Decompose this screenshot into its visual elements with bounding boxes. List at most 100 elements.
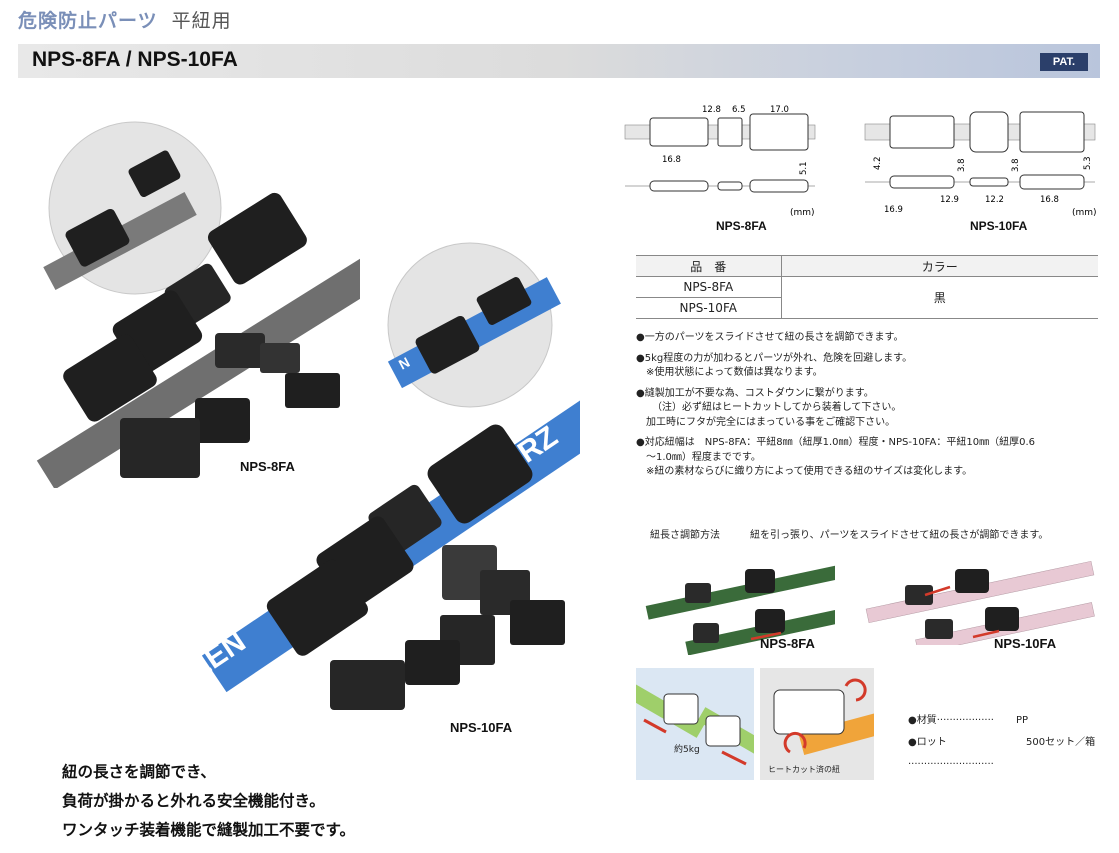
adjust8-part-d	[693, 623, 719, 643]
pat-badge: PAT.	[1040, 53, 1088, 71]
note-line: ●対応紐幅は NPS-8FA：平紐8㎜（紐厚1.0㎜）程度・NPS-10FA：平…	[636, 437, 1035, 448]
adjust8-part-c	[755, 609, 785, 633]
note-line: ●縫製加工が不要な為、コストダウンに繋がります。	[636, 387, 874, 399]
adjust-nps10-illustration	[865, 560, 1095, 645]
nps8-drawing-side-b	[717, 181, 743, 191]
nps8-loose-part-3	[285, 373, 340, 408]
usage-heatcut-arrow-top	[844, 678, 867, 702]
model-band: NPS-8FA / NPS-10FA	[18, 44, 1100, 78]
nps8-drawing-part-a	[649, 117, 709, 147]
usage-release-part-b	[705, 715, 741, 747]
catch-line-2: 負荷が掛かると外れる安全機能付き。	[62, 792, 325, 810]
usage-heatcut-arrow-bottom	[783, 731, 807, 754]
category-text: 危険防止パーツ	[18, 10, 158, 32]
model-title: NPS-8FA / NPS-10FA	[32, 48, 238, 71]
nps10-photo-label: NPS-10FA	[450, 720, 513, 735]
nps10-zoom-part-b	[476, 277, 532, 325]
note-line: （注）必ず紐はヒートカットしてから装着して下さい。	[652, 402, 902, 413]
spec-lot-key: ●ロット···························	[908, 737, 994, 770]
nps8-zoom-part-a	[65, 208, 130, 267]
nps10-part-end	[266, 559, 368, 656]
adjust10-arrow-bottom	[972, 629, 1000, 639]
table-header-color: カラー	[780, 255, 1098, 277]
product-table: 品 番 カラー NPS-8FA 黒 NPS-10FA	[636, 255, 1098, 319]
nps8-drawing-side-c	[749, 179, 809, 193]
subtitle-text: 平紐用	[171, 10, 232, 32]
nps10-dim-6: 12.9	[940, 195, 959, 205]
nps10-drawing-side-b	[969, 177, 1009, 187]
nps8-drawing-side-a	[649, 180, 709, 192]
nps8-loose-part-2	[260, 343, 300, 373]
nps10-dim-1: 4.2	[873, 156, 883, 170]
note-line: ※紐の素材ならびに織り方によって使用できる紐のサイズは変化します。	[646, 466, 973, 477]
table-header-part: 品 番	[636, 255, 781, 277]
nps10-dim-7: 12.2	[985, 195, 1004, 205]
adjust10-part-a	[955, 569, 989, 593]
nps10-loose-part-3	[510, 600, 565, 645]
nps8-drawing-label: NPS-8FA	[716, 219, 767, 233]
nps8-part-end	[63, 334, 157, 422]
nps8-dim-5: 5.1	[799, 161, 809, 175]
nps8-drawing-part-c	[749, 113, 809, 151]
catchphrase: 紐の長さを調節でき、 負荷が掛かると外れる安全機能付き。 ワンタッチ装着機能で縫…	[62, 758, 355, 845]
nps10-photo: N ZEN ERZ	[183, 242, 580, 710]
adjust-title: 紐長さ調節方法	[650, 530, 720, 541]
nps8-loose-part-1	[215, 333, 265, 368]
nps8-drawing-part-b	[717, 117, 743, 147]
spec-material-key: ●材質··················	[908, 715, 994, 726]
adjust8-part-b	[685, 583, 711, 603]
nps10-drawing-side-a	[889, 175, 955, 189]
adjust-method: 紐長さ調節方法 紐を引っ張り、パーツをスライドさせて紐の長さが調節できます。	[650, 526, 1048, 541]
adjust10-part-d	[925, 619, 953, 639]
nps10-dim-8: 16.8	[1040, 195, 1059, 205]
adjust-nps8-illustration	[645, 564, 835, 655]
nps8-dim-3: 17.0	[770, 105, 789, 115]
note-group: ●縫製加工が不要な為、コストダウンに繋がります。 （注）必ず紐はヒートカットして…	[636, 387, 1106, 431]
nps8-loose-part-4	[195, 398, 250, 443]
nps8-dim-1: 12.8	[702, 105, 721, 115]
category-title: 危険防止パーツ平紐用	[18, 6, 232, 33]
usage-release-panel: 約5kg	[636, 668, 754, 780]
nps8-part-large	[207, 192, 307, 285]
feature-notes: ●一方のパーツをスライドさせて紐の長さを調節できます。 ●5kg程度の力が加わる…	[636, 331, 1106, 486]
nps8-unit: (mm)	[790, 208, 815, 218]
nps8-photo	[36, 121, 360, 488]
nps8-dim-2: 6.5	[732, 105, 746, 115]
nps10-drawing: 4.2 3.8 3.8 5.3 16.9 12.9 12.2 16.8 (mm)	[864, 111, 1097, 218]
table-row: NPS-10FA	[636, 297, 781, 319]
spec-material-value: PP	[1016, 715, 1029, 726]
adjust8-part-a	[745, 569, 775, 593]
nps10-drawing-label: NPS-10FA	[970, 219, 1028, 233]
table-color-cell: 黒	[780, 276, 1098, 319]
nps10-dim-4: 5.3	[1083, 156, 1093, 170]
catch-line-1: 紐の長さを調節でき、	[62, 763, 216, 781]
adjust-nps10-label: NPS-10FA	[994, 636, 1057, 651]
nps10-drawing-side-c	[1019, 174, 1085, 190]
note-line: ※使用状態によって数値は異なります。	[646, 367, 823, 378]
nps10-loose-part-5	[405, 640, 460, 685]
nps8-loose-part-5	[120, 418, 200, 478]
nps8-dim-4: 16.8	[662, 155, 681, 165]
nps10-unit: (mm)	[1072, 208, 1097, 218]
nps10-dim-5: 16.9	[884, 205, 903, 215]
catch-line-3: ワンタッチ装着機能で縫製加工不要です。	[62, 821, 355, 839]
note-group: ●対応紐幅は NPS-8FA：平紐8㎜（紐厚1.0㎜）程度・NPS-10FA：平…	[636, 436, 1106, 480]
adjust8-strap-top	[645, 564, 835, 620]
nps8-drawing: 12.8 6.5 17.0 16.8 5.1 (mm)	[624, 105, 816, 218]
nps10-part-large	[427, 424, 533, 524]
usage-heatcut-label: ヒートカット済の紐	[768, 764, 840, 774]
usage-force-label: 約5kg	[674, 743, 700, 755]
usage-release-part-a	[663, 693, 699, 725]
adjust10-arrow-top	[924, 585, 951, 597]
nps10-dim-2: 3.8	[957, 158, 967, 172]
usage-release-arrow-right	[721, 750, 747, 766]
nps10-dim-3: 3.8	[1011, 158, 1021, 172]
spec-lot-value: 500セット／箱	[1026, 737, 1096, 748]
nps10-loose-part-6	[330, 660, 405, 710]
usage-release-arrow-left	[643, 718, 667, 734]
nps10-zoom-part-a	[415, 315, 480, 374]
adjust-desc: 紐を引っ張り、パーツをスライドさせて紐の長さが調節できます。	[750, 530, 1049, 541]
adjust10-part-b	[905, 585, 933, 605]
usage-heatcut-panel: ヒートカット済の紐	[760, 668, 874, 780]
nps10-drawing-part-a	[889, 115, 955, 149]
